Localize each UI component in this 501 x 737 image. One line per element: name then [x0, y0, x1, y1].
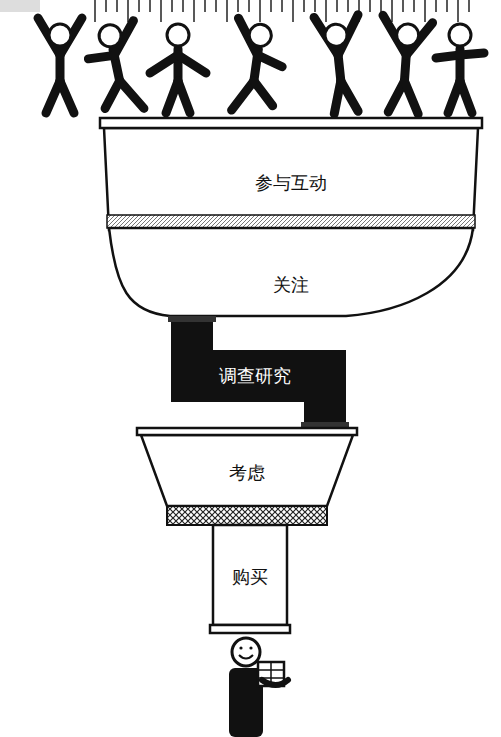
ruler-tick: [391, 0, 393, 22]
figure-limb: [178, 81, 190, 113]
stage-label: 调查研究: [219, 365, 291, 387]
figure-limb: [251, 81, 276, 106]
figure-limb: [178, 55, 206, 73]
ruler-tick: [149, 0, 151, 12]
ruler-tick: [292, 0, 294, 22]
ruler-tick: [105, 0, 107, 12]
ruler-tick: [204, 0, 206, 12]
figure-limb: [120, 77, 144, 112]
ruler-tick: [270, 0, 272, 12]
figure-limb: [256, 55, 283, 67]
ruler-tick: [402, 0, 404, 12]
ruler-tick: [457, 0, 459, 22]
small-funnel: 考虑: [137, 428, 357, 525]
figure-limb: [460, 81, 472, 113]
buyer-eye: [249, 646, 252, 649]
ruler-tick: [336, 0, 338, 12]
figure-head: [449, 24, 471, 46]
tube-shape: [213, 525, 287, 625]
figure-head: [167, 24, 189, 46]
ruler-tick: [413, 0, 415, 12]
stick-figure: [226, 18, 288, 116]
ruler-tick: [193, 0, 195, 22]
stick-figure: [82, 20, 151, 118]
funnel-band: 参与互动: [100, 118, 482, 230]
text-holder: 参与互动: [100, 172, 482, 194]
stick-figures: [38, 13, 484, 118]
ruler-tick: [435, 0, 437, 12]
stage-label: 购买: [232, 566, 268, 588]
stage-label: 关注: [273, 274, 309, 296]
text-holder: 考虑: [137, 462, 357, 484]
ruler-tick: [380, 0, 382, 12]
ruler-tick: [281, 0, 283, 12]
funnel-bowl: 关注: [100, 228, 482, 318]
ruler-tick: [314, 0, 316, 12]
ruler-tick: [325, 0, 327, 22]
figure-head: [324, 23, 348, 47]
funnel-band-shape: [107, 215, 475, 228]
figure-head: [248, 23, 273, 48]
stick-figure: [38, 18, 82, 113]
small-funnel-shape: [167, 506, 327, 525]
ruler-tick: [215, 0, 217, 12]
ruler-tick: [182, 0, 184, 12]
small-funnel-shape: [141, 435, 353, 506]
tube: 购买: [210, 525, 290, 633]
figure-limb: [460, 53, 484, 55]
buyer-head: [232, 638, 260, 666]
ruler-tick: [347, 0, 349, 12]
ruler-tick: [171, 0, 173, 12]
ruler-tick: [303, 0, 305, 12]
pipe-shape: [172, 316, 345, 429]
figure-head: [97, 23, 123, 49]
stick-figure: [376, 15, 433, 114]
funnel-band-shape: [104, 128, 478, 230]
figure-head: [396, 23, 419, 46]
ruler-tick: [237, 0, 239, 12]
stage-label: 参与互动: [255, 172, 327, 194]
pipe: 调查研究: [150, 316, 360, 429]
figure-limb: [150, 55, 178, 73]
ruler-tick: [369, 0, 371, 12]
ruler-tick: [138, 0, 140, 12]
buyer-smile: [239, 655, 253, 659]
ruler-tick: [127, 0, 129, 22]
buyer-figure: [229, 638, 288, 737]
funnel-bowl-shape: [109, 228, 473, 316]
ruler-tick: [248, 0, 250, 12]
figure-limb: [60, 81, 74, 113]
figure-limb: [341, 79, 358, 112]
stage-label: 考虑: [229, 462, 265, 484]
figure-limb: [402, 81, 420, 114]
ruler-tick: [160, 0, 162, 22]
stick-figure: [314, 13, 368, 115]
ruler-ticks: [95, 0, 469, 22]
ruler-tick: [226, 0, 228, 22]
figure-head: [49, 24, 71, 46]
ruler-tick: [468, 0, 470, 12]
text-holder: 关注: [100, 274, 482, 296]
buyer-eye: [239, 646, 242, 649]
text-holder: 购买: [210, 566, 290, 588]
small-funnel-shape: [137, 428, 357, 435]
stick-figure: [150, 24, 206, 113]
ruler-tick: [94, 0, 96, 22]
funnel-band-shape: [100, 118, 482, 128]
pipe-shape: [168, 316, 216, 322]
stick-figure: [436, 24, 484, 113]
ruler-tick: [424, 0, 426, 22]
ruler-tick: [116, 0, 118, 12]
corner-bar: [0, 0, 40, 12]
ruler-tick: [259, 0, 261, 22]
tube-shape: [210, 625, 290, 633]
buyer-arm: [262, 680, 288, 685]
text-holder: 调查研究: [150, 365, 360, 387]
funnel-bowl-outline: [100, 228, 482, 318]
ruler-tick: [446, 0, 448, 12]
